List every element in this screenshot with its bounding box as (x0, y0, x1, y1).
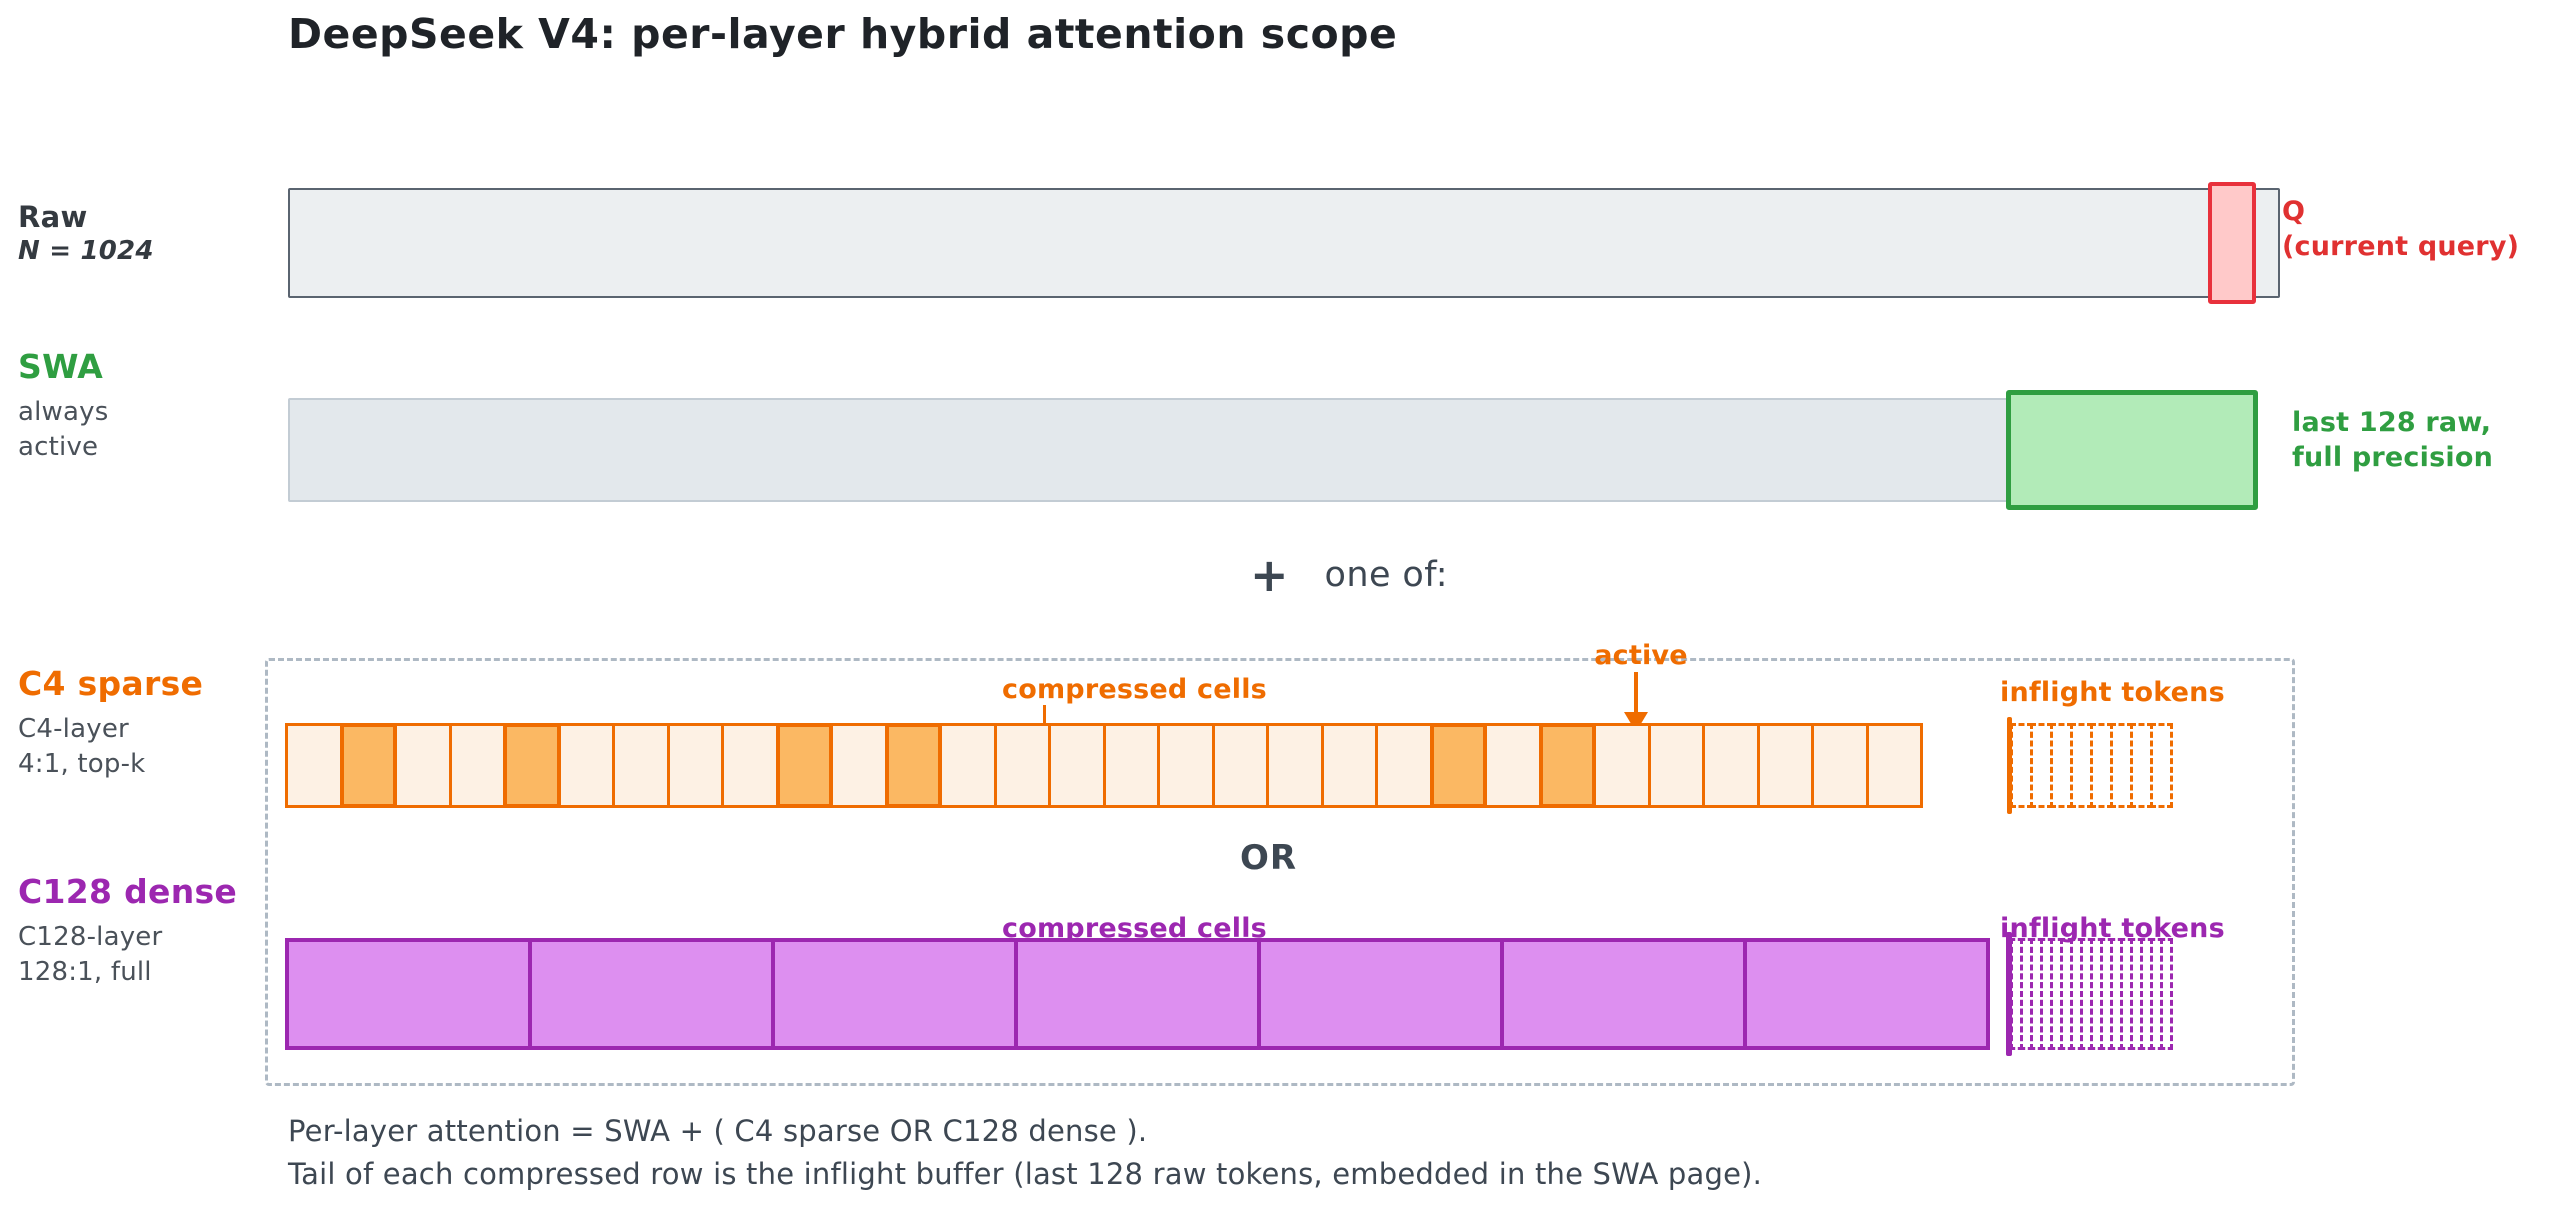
swa-annotation-line2: full precision (2292, 441, 2493, 473)
c4-cell[interactable] (939, 723, 997, 808)
c4-cell-selected[interactable] (503, 723, 561, 808)
c128-inflight-cell-strip (2010, 938, 2173, 1050)
c128-cell[interactable] (285, 938, 532, 1050)
swa-annotation-line1: last 128 raw, (2292, 407, 2492, 438)
c4-sublabel-line2: 4:1, top-k (18, 749, 146, 780)
c4-cell[interactable] (1048, 723, 1106, 808)
swa-window-cell[interactable] (2006, 390, 2258, 510)
c4-cell[interactable] (1320, 723, 1378, 808)
c4-inflight-tokens-label: inflight tokens (2000, 677, 2225, 708)
one-of-label: one of: (1324, 555, 1448, 595)
c128-cell[interactable] (1500, 938, 1747, 1050)
c4-cell[interactable] (993, 723, 1051, 808)
raw-label: Raw (18, 200, 88, 234)
swa-label: SWA (18, 347, 104, 386)
current-query-cell[interactable] (2208, 182, 2256, 304)
c4-inflight-cell-strip (2010, 723, 2173, 808)
query-annotation-line2: (current query) (2282, 230, 2520, 262)
c4-cell[interactable] (1647, 723, 1705, 808)
c128-cell[interactable] (1257, 938, 1504, 1050)
c4-sublabel-line1: C4-layer (18, 713, 129, 744)
c4-inflight-divider (2007, 717, 2012, 814)
c128-inflight-cell[interactable] (2160, 938, 2173, 1050)
c4-cell[interactable] (1593, 723, 1651, 808)
c4-cell[interactable] (394, 723, 452, 808)
c4-cell[interactable] (285, 723, 343, 808)
alternatives-group-box (265, 658, 2295, 1086)
connector-row: + one of: (1250, 552, 1448, 598)
swa-sublabel-line2: active (18, 432, 99, 463)
c4-cell[interactable] (666, 723, 724, 808)
c128-cell[interactable] (1743, 938, 1990, 1050)
raw-context-bar (288, 188, 2280, 298)
c4-compressed-leader-line (1043, 705, 1046, 727)
c4-cell-selected[interactable] (1538, 723, 1596, 808)
query-annotation: Q (current query) (2282, 195, 2519, 264)
c4-cell-selected[interactable] (1429, 723, 1487, 808)
c4-cell[interactable] (1211, 723, 1269, 808)
c4-cell[interactable] (557, 723, 615, 808)
c4-cell[interactable] (721, 723, 779, 808)
c128-cell[interactable] (1014, 938, 1261, 1050)
c4-cell[interactable] (1102, 723, 1160, 808)
figure-caption: Per-layer attention = SWA + ( C4 sparse … (288, 1110, 1762, 1195)
swa-sublabel-line1: always (18, 396, 109, 427)
c4-compressed-cell-strip (285, 723, 1923, 808)
c128-inflight-divider (2006, 932, 2012, 1056)
c4-cell[interactable] (1484, 723, 1542, 808)
active-arrow-shaft (1634, 672, 1639, 722)
plus-icon: + (1250, 548, 1289, 602)
c128-label: C128 dense (18, 872, 238, 911)
c128-compressed-cell-strip (285, 938, 1990, 1050)
c4-row-label-group: C4 sparse C4-layer 4:1, top-k (18, 664, 204, 782)
c4-cell-selected[interactable] (775, 723, 833, 808)
swa-context-bar (288, 398, 2016, 502)
swa-annotation: last 128 raw, full precision (2292, 406, 2493, 475)
caption-line-1: Per-layer attention = SWA + ( C4 sparse … (288, 1114, 1148, 1148)
c4-active-label: active (1594, 640, 1688, 671)
c4-label: C4 sparse (18, 664, 204, 703)
c4-cell-selected[interactable] (884, 723, 942, 808)
swa-row-label-group: SWA always active (18, 347, 109, 465)
c128-cell[interactable] (528, 938, 775, 1050)
c4-cell[interactable] (1375, 723, 1433, 808)
c4-cell[interactable] (1266, 723, 1324, 808)
query-annotation-line1: Q (2282, 196, 2306, 227)
c128-sublabel-line1: C128-layer (18, 921, 163, 952)
c4-cell[interactable] (1865, 723, 1923, 808)
caption-line-2: Tail of each compressed row is the infli… (288, 1156, 1763, 1191)
c4-cell[interactable] (1811, 723, 1869, 808)
c4-inflight-cell[interactable] (2150, 723, 2173, 808)
c4-cell[interactable] (830, 723, 888, 808)
or-separator-label: OR (1240, 838, 1298, 878)
page-title: DeepSeek V4: per-layer hybrid attention … (288, 10, 1398, 58)
c4-cell[interactable] (1702, 723, 1760, 808)
c4-cell-selected[interactable] (339, 723, 397, 808)
c4-cell[interactable] (612, 723, 670, 808)
c4-cell[interactable] (1756, 723, 1814, 808)
raw-sublabel: N = 1024 (18, 236, 154, 267)
c128-sublabel-line2: 128:1, full (18, 957, 152, 988)
c4-cell[interactable] (1157, 723, 1215, 808)
raw-row-label-group: Raw N = 1024 (18, 200, 154, 269)
c128-cell[interactable] (771, 938, 1018, 1050)
c4-cell[interactable] (448, 723, 506, 808)
c128-row-label-group: C128 dense C128-layer 128:1, full (18, 872, 238, 990)
c4-compressed-cells-label: compressed cells (1002, 674, 1267, 705)
